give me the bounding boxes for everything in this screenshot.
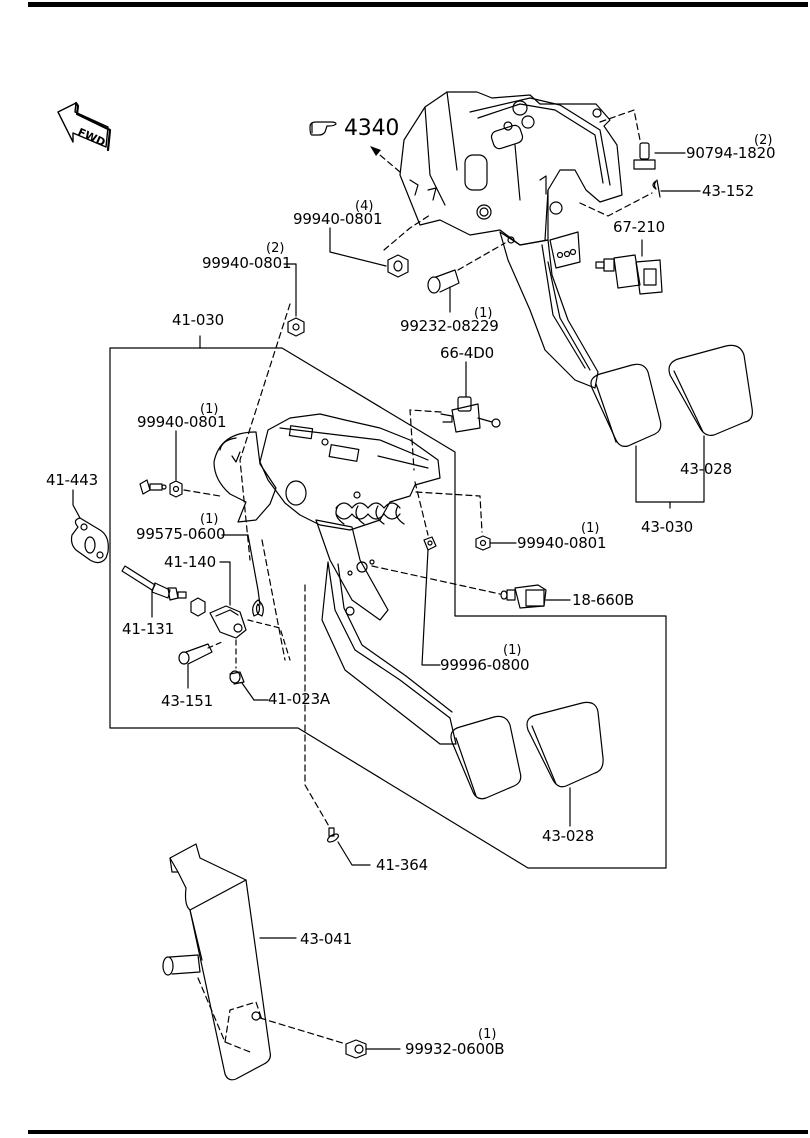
upper-pedal-arm <box>499 231 599 389</box>
part-label-90794-1820[interactable]: 90794-1820 <box>686 144 776 162</box>
part-label-41-131[interactable]: 41-131 <box>122 620 174 638</box>
part-label-43-028-upper[interactable]: 43-028 <box>680 460 732 478</box>
bolt-left-99940-0801-c <box>139 479 167 495</box>
qty-99940-0801-d: (1) <box>581 521 600 536</box>
nut-41-131 <box>190 597 206 617</box>
part-label-41-140[interactable]: 41-140 <box>164 553 216 571</box>
upper-pedal-bracket <box>399 91 623 269</box>
qty-99940-0801-b: (2) <box>266 241 285 256</box>
part-label-41-364[interactable]: 41-364 <box>376 856 428 874</box>
pin-bolt-99232-08229 <box>427 269 460 294</box>
part-label-99940-0801-b[interactable]: 99940-0801 <box>202 254 292 272</box>
nut-99940-0801-a <box>387 254 409 278</box>
lower-pedal-arm <box>315 519 457 745</box>
part-label-99940-0801-c[interactable]: 99940-0801 <box>137 413 227 431</box>
part-label-67-210[interactable]: 67-210 <box>613 218 665 236</box>
nut-99940-0801-b <box>287 317 305 337</box>
lower-pedal-pad-left <box>450 715 522 800</box>
part-label-66-4D0[interactable]: 66-4D0 <box>440 344 494 362</box>
part-label-99940-0801-d[interactable]: 99940-0801 <box>517 534 607 552</box>
part-label-99232-08229[interactable]: 99232-08229 <box>400 317 499 335</box>
upper-pedal-pad-left <box>590 363 662 447</box>
header-rule <box>28 2 808 7</box>
qty-99996-0800: (1) <box>503 643 522 658</box>
accelerator-pedal-43-041 <box>162 843 271 1081</box>
plate-41-443 <box>70 517 109 564</box>
fwd-arrow-icon <box>57 101 112 152</box>
pointing-hand-icon <box>309 121 337 136</box>
qty-99940-0801-c: (1) <box>200 402 219 417</box>
part-label-43-041[interactable]: 43-041 <box>300 930 352 948</box>
part-label-43-152[interactable]: 43-152 <box>702 182 754 200</box>
lower-pedal-pad-right <box>526 701 604 788</box>
clip-99575-0600 <box>252 599 264 617</box>
part-label-43-030[interactable]: 43-030 <box>641 518 693 536</box>
part-label-41-030[interactable]: 41-030 <box>172 311 224 329</box>
footer-rule <box>28 1130 808 1134</box>
switch-18-660B <box>500 584 547 609</box>
part-label-99932-0600B[interactable]: 99932-0600B <box>405 1040 505 1058</box>
bolt-90794-1820 <box>633 142 656 170</box>
lower-pedal-bracket <box>213 413 441 531</box>
nut-99932-0600B <box>345 1039 367 1059</box>
upper-pedal-pad-right <box>668 344 753 436</box>
sensor-66-4D0 <box>440 396 501 433</box>
stopper-41-364 <box>326 827 340 843</box>
qty-99575-0600: (1) <box>200 512 219 527</box>
part-label-18-660B[interactable]: 18-660B <box>572 591 635 609</box>
rod-41-131 <box>121 565 187 601</box>
part-label-99575-0600[interactable]: 99575-0600 <box>136 525 226 543</box>
part-label-43-028-lower[interactable]: 43-028 <box>542 827 594 845</box>
part-label-41-443[interactable]: 41-443 <box>46 471 98 489</box>
part-label-41-023A[interactable]: 41-023A <box>268 690 330 708</box>
part-label-99996-0800[interactable]: 99996-0800 <box>440 656 530 674</box>
qty-99940-0801-a: (4) <box>355 199 374 214</box>
part-label-99940-0801-a[interactable]: 99940-0801 <box>293 210 383 228</box>
switch-67-210 <box>595 254 663 295</box>
nut-99940-0801-d <box>475 535 491 551</box>
clip-43-152 <box>652 179 661 198</box>
clevis-41-140 <box>209 605 247 639</box>
qty-99932-0600B: (1) <box>478 1027 497 1042</box>
nut-99996-0800 <box>423 536 437 551</box>
qty-99232-08229: (1) <box>474 306 493 321</box>
pin-43-151 <box>178 643 213 665</box>
reference-page-4340[interactable]: 4340 <box>344 116 400 141</box>
nut-99940-0801-c <box>169 480 183 498</box>
qty-90794-1820: (2) <box>754 133 773 148</box>
bushing-41-023A <box>229 670 245 685</box>
part-label-43-151[interactable]: 43-151 <box>161 692 213 710</box>
